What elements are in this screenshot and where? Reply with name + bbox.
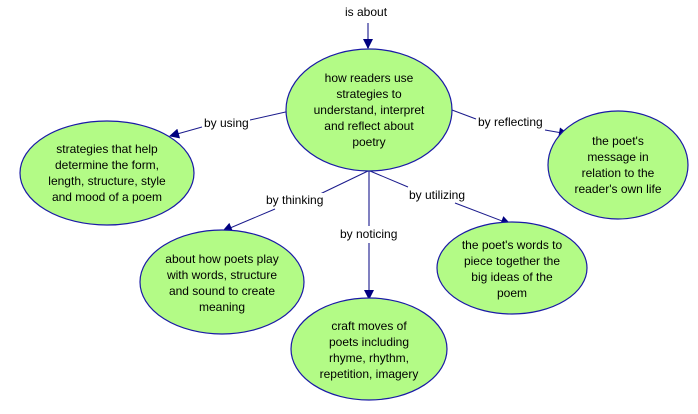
edge-by-using: [249, 110, 291, 121]
edge-by-thinking: [317, 170, 369, 196]
node-center-shape[interactable]: [285, 48, 453, 172]
edge-label-by-using: by using: [203, 116, 250, 130]
node-message[interactable]: the poet's message in relation to the re…: [574, 134, 662, 196]
node-message-shape[interactable]: [547, 110, 689, 220]
edge-label-by-thinking: by thinking: [265, 193, 325, 207]
node-center[interactable]: how readers use strategies to understand…: [313, 71, 425, 149]
edge-label-by-noticing: by noticing: [339, 227, 399, 241]
node-craft-shape[interactable]: [290, 297, 448, 401]
node-strategies-shape[interactable]: [19, 120, 195, 226]
edge-label-by-reflecting: by reflecting: [477, 115, 544, 129]
edge-by-utilizing: [369, 170, 409, 188]
node-play-shape[interactable]: [139, 229, 305, 335]
node-play[interactable]: about how poets play with words, structu…: [165, 252, 279, 314]
node-words-shape[interactable]: [436, 221, 588, 315]
node-strategies[interactable]: strategies that help determine the form,…: [48, 142, 166, 204]
node-words[interactable]: the poet's words to piece together the b…: [461, 238, 563, 300]
edge-by-utilizing-arrow: [454, 202, 511, 226]
edge-by-using-arrow: [169, 126, 203, 139]
top-label: is about: [344, 5, 389, 19]
edge-by-reflecting: [451, 109, 477, 120]
edge-by-thinking-arrow: [222, 208, 276, 233]
node-craft[interactable]: craft moves of poets including rhyme, rh…: [319, 319, 419, 381]
edge-label-by-utilizing: by utilizing: [408, 188, 467, 202]
